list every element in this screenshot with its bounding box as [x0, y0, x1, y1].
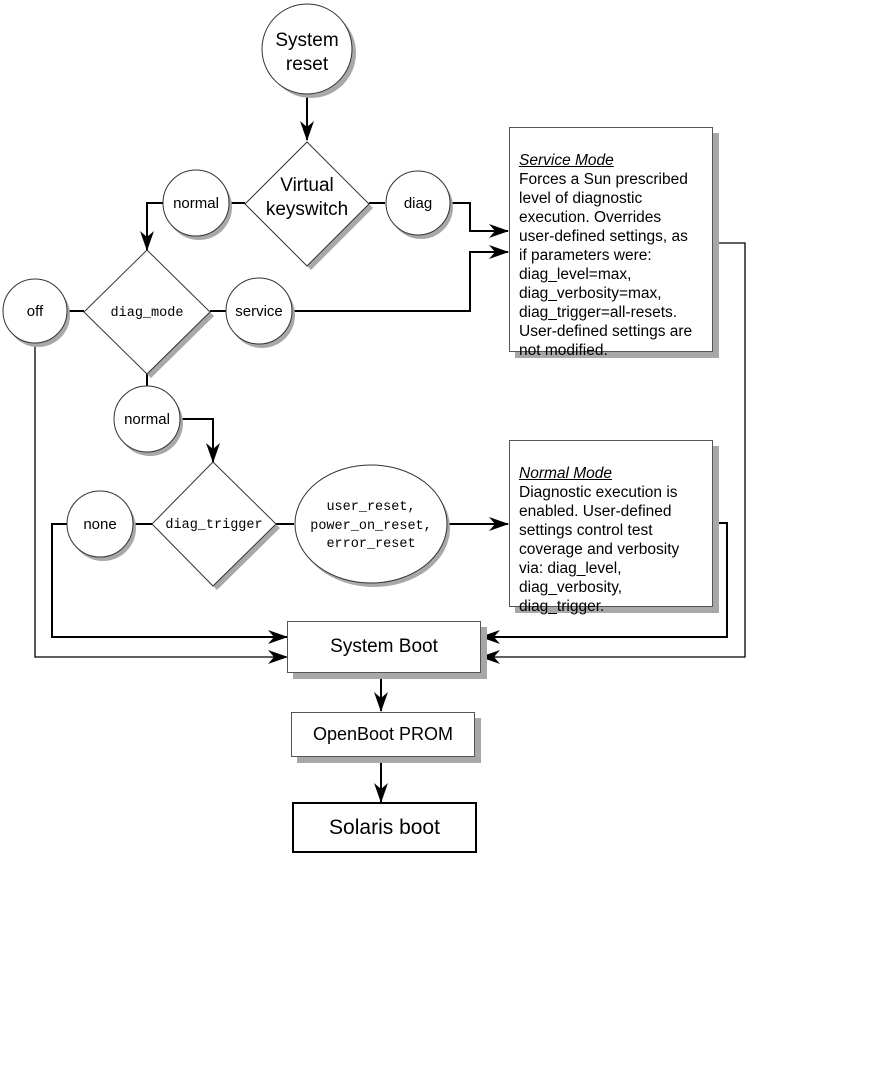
- normal-mode-title: Normal Mode: [519, 465, 613, 482]
- openboot-prom-label: OpenBoot PROM: [312, 724, 454, 744]
- diag-mode-service-node: service: [225, 277, 295, 348]
- system-boot-box: System Boot: [287, 621, 481, 673]
- edge-none-to-boot: [51, 523, 288, 644]
- diag-mode-normal-node: normal: [113, 385, 183, 456]
- trigger-none-label: none: [83, 516, 116, 533]
- openboot-prom-box: OpenBoot PROM: [291, 712, 475, 757]
- keyswitch-diag-label: diag: [404, 195, 432, 212]
- keyswitch-diag-node: diag: [385, 170, 453, 239]
- edge-service-note-to-boot: [480, 242, 746, 664]
- trigger-none-node: none: [66, 490, 136, 561]
- normal-mode-body: Diagnostic execution is enabled. User-de…: [519, 484, 680, 615]
- keyswitch-label-1: Virtual: [280, 175, 334, 196]
- service-mode-title: Service Mode: [519, 152, 614, 169]
- system-reset-node: System reset: [261, 3, 356, 98]
- solaris-boot-label: Solaris boot: [329, 815, 440, 839]
- trigger-values-label-2: power_on_reset,: [310, 519, 432, 534]
- virtual-keyswitch-decision: Virtual keyswitch: [244, 141, 373, 270]
- diag-trigger-label: diag_trigger: [165, 518, 262, 533]
- keyswitch-normal-node: normal: [162, 169, 232, 240]
- edge-off-to-boot: [34, 343, 288, 664]
- trigger-values-node: user_reset, power_on_reset, error_reset: [294, 464, 450, 587]
- edge-normal-note-to-boot: [480, 522, 728, 644]
- edge-normal-to-diagmode: [140, 202, 163, 251]
- service-mode-body: Forces a Sun prescribed level of diagnos…: [519, 171, 693, 359]
- keyswitch-normal-label: normal: [173, 195, 219, 212]
- system-boot-label: System Boot: [330, 636, 438, 657]
- diag-trigger-decision: diag_trigger: [151, 461, 280, 590]
- diag-mode-service-label: service: [235, 303, 283, 320]
- diag-mode-off-node: off: [2, 278, 70, 347]
- edge-service-to-service-note: [293, 245, 509, 312]
- diag-mode-normal-label: normal: [124, 411, 170, 428]
- diag-mode-off-label: off: [27, 303, 44, 320]
- diag-mode-decision: diag_mode: [83, 249, 214, 378]
- edge-diag-to-service-note: [451, 202, 509, 238]
- diag-mode-label: diag_mode: [111, 306, 184, 321]
- keyswitch-label-2: keyswitch: [266, 199, 348, 220]
- trigger-values-label-3: error_reset: [326, 537, 415, 552]
- edge-normal-to-diagtrigger: [180, 418, 220, 463]
- solaris-boot-box: Solaris boot: [292, 802, 477, 853]
- trigger-values-label-1: user_reset,: [326, 500, 415, 515]
- system-reset-label-2: reset: [286, 54, 329, 75]
- system-reset-label-1: System: [275, 30, 338, 51]
